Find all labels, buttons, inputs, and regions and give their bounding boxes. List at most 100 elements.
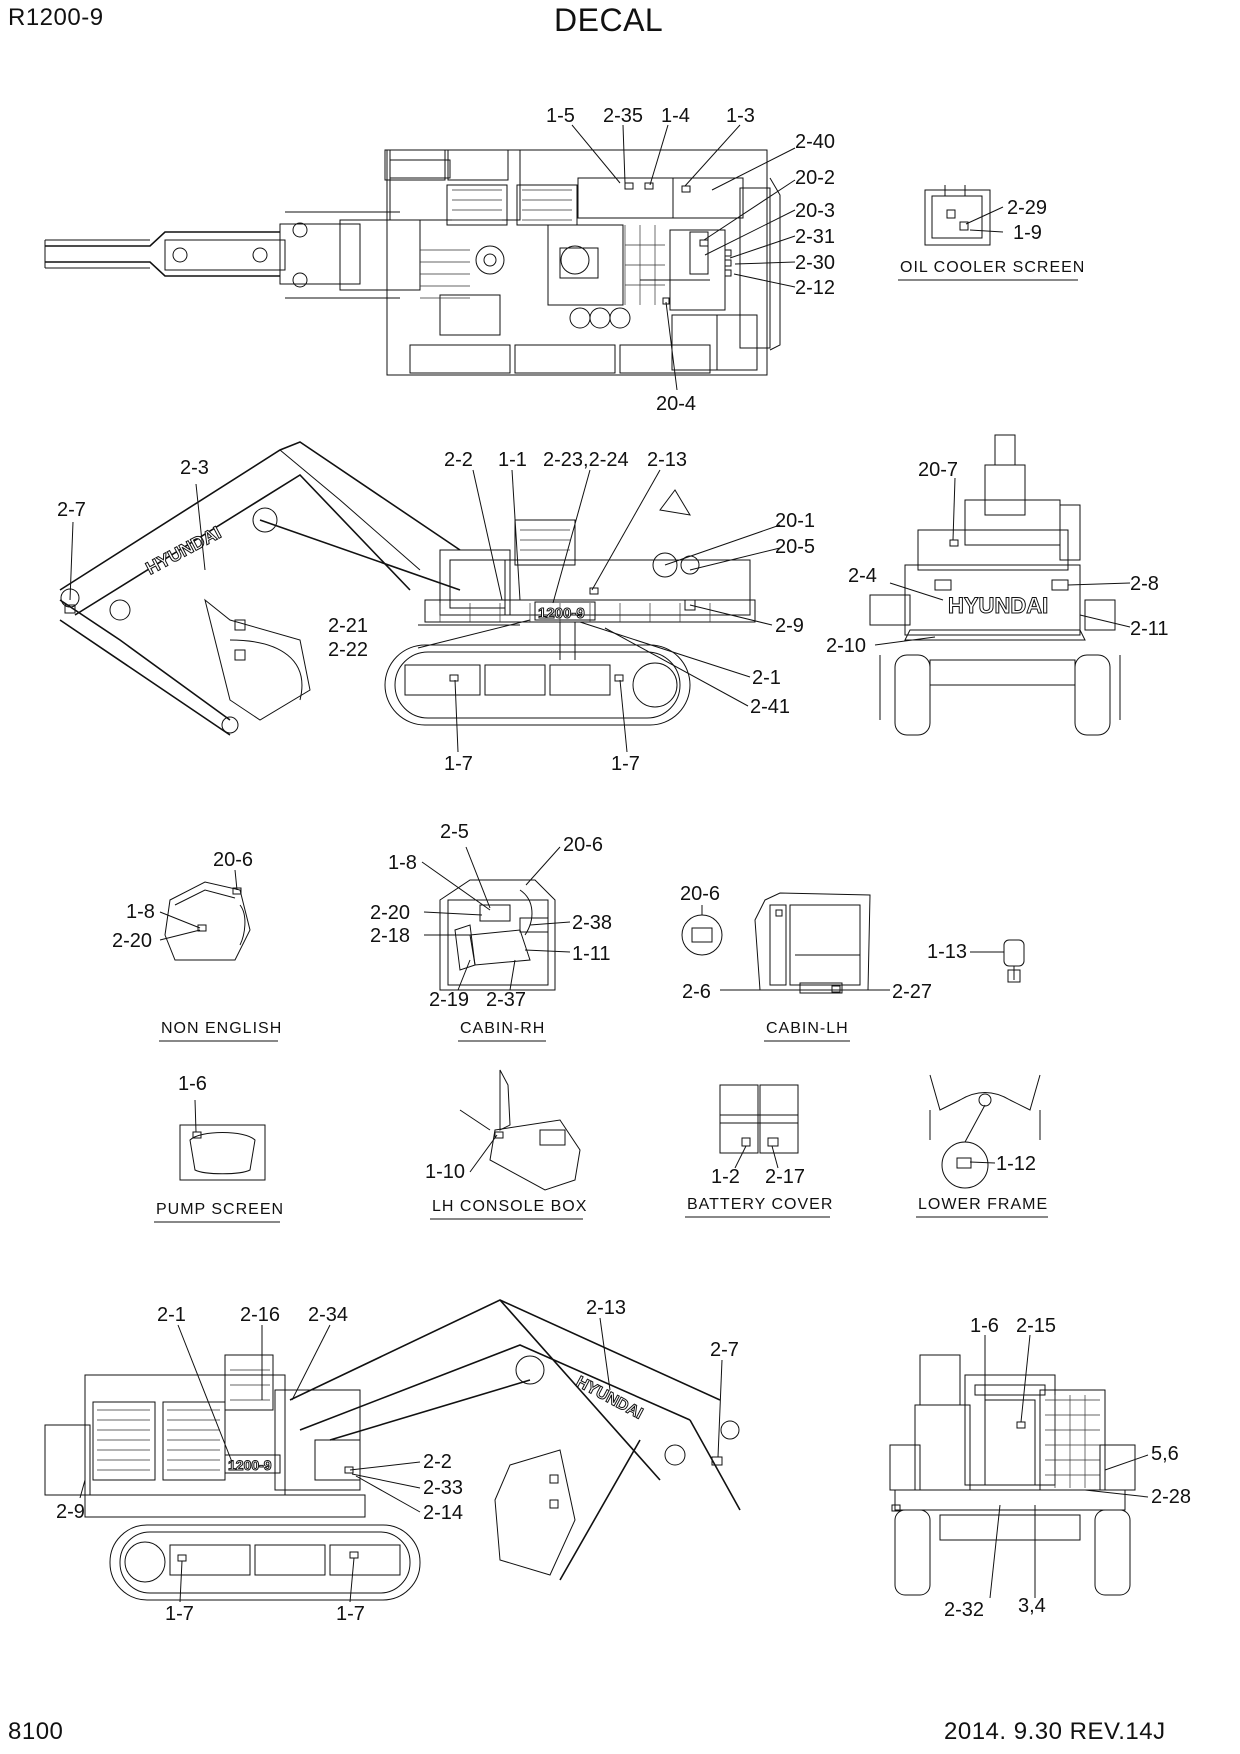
- callout-1-2: 1-2: [711, 1166, 740, 1188]
- callout-2-18: 2-18: [370, 925, 410, 947]
- callout-b-2-7: 2-7: [710, 1339, 739, 1361]
- callout-ne-1-8: 1-8: [126, 901, 155, 923]
- callout-2-1: 2-1: [752, 667, 781, 689]
- callout-labels: 1-5 2-35 1-4 1-3 2-40 20-2 20-3 2-31 2-3…: [56, 105, 1191, 1625]
- caption-lh-console-box: LH CONSOLE BOX: [432, 1198, 587, 1215]
- callout-20-1: 20-1: [775, 510, 815, 532]
- callout-2-23-2-24: 2-23,2-24: [543, 449, 629, 471]
- callout-2-31: 2-31: [795, 226, 835, 248]
- callout-b-2-13: 2-13: [586, 1297, 626, 1319]
- caption-cabin-lh: CABIN-LH: [766, 1020, 849, 1037]
- callout-2-35: 2-35: [603, 105, 643, 127]
- callout-2-21: 2-21: [328, 615, 368, 637]
- callout-2-29: 2-29: [1007, 197, 1047, 219]
- bottom-side-view: 1200-9 HYUNDAI: [44, 1299, 741, 1601]
- callout-b-2-2: 2-2: [423, 1451, 452, 1473]
- bottom-boom-logo: HYUNDAI: [573, 1374, 645, 1423]
- callout-2-38: 2-38: [572, 912, 612, 934]
- battery-cover-view: [719, 1084, 799, 1154]
- callout-2-40: 2-40: [795, 131, 835, 153]
- callout-2-41: 2-41: [750, 696, 790, 718]
- callout-1-1: 1-1: [498, 449, 527, 471]
- callout-1-7-b: 1-7: [611, 753, 640, 775]
- callout-2-14: 2-14: [423, 1502, 463, 1524]
- callout-b-2-1: 2-1: [157, 1304, 186, 1326]
- callout-rh-1-8: 1-8: [388, 852, 417, 874]
- callout-2-34: 2-34: [308, 1304, 348, 1326]
- callout-2-22: 2-22: [328, 639, 368, 661]
- callout-1-7-a: 1-7: [444, 753, 473, 775]
- callout-2-13: 2-13: [647, 449, 687, 471]
- pump-screen-view: [179, 1124, 266, 1181]
- callout-1-9: 1-9: [1013, 222, 1042, 244]
- callout-f-1-6: 1-6: [970, 1315, 999, 1337]
- caption-battery-cover: BATTERY COVER: [687, 1196, 833, 1213]
- callout-2-5: 2-5: [440, 821, 469, 843]
- bottom-model-badge: 1200-9: [228, 1457, 272, 1473]
- callout-3-4: 3,4: [1018, 1595, 1046, 1617]
- page-title: DECAL: [554, 2, 664, 38]
- callout-2-27: 2-27: [892, 981, 932, 1003]
- model-number: R1200-9: [8, 4, 104, 31]
- callout-rh-20-6: 20-6: [563, 834, 603, 856]
- revision-stamp: 2014. 9.30 REV.14J: [944, 1718, 1166, 1745]
- callout-2-19: 2-19: [429, 989, 469, 1011]
- callout-1-13: 1-13: [927, 941, 967, 963]
- part-1-13: [1003, 939, 1025, 983]
- callout-lh-20-6: 20-6: [680, 883, 720, 905]
- callout-2-16: 2-16: [240, 1304, 280, 1326]
- callout-ne-20-6: 20-6: [213, 849, 253, 871]
- cabin-rh-view: [439, 879, 556, 991]
- callout-rh-2-20: 2-20: [370, 902, 410, 924]
- caption-lower-frame: LOWER FRAME: [918, 1196, 1048, 1213]
- callout-2-33: 2-33: [423, 1477, 463, 1499]
- rear-logo: HYUNDAI: [948, 593, 1048, 618]
- callout-1-4: 1-4: [661, 105, 690, 127]
- callout-2-10: 2-10: [826, 635, 866, 657]
- callout-2-9: 2-9: [775, 615, 804, 637]
- caption-oil-cooler-screen: OIL COOLER SCREEN: [900, 259, 1085, 276]
- rear-view: HYUNDAI: [869, 434, 1121, 736]
- caption-pump-screen: PUMP SCREEN: [156, 1201, 284, 1218]
- leader-lines: [69, 124, 1149, 1603]
- callout-2-2: 2-2: [444, 449, 473, 471]
- callout-2-15: 2-15: [1016, 1315, 1056, 1337]
- cabin-lh-view: [681, 892, 871, 994]
- caption-non-english: NON ENGLISH: [161, 1020, 282, 1037]
- callout-2-32: 2-32: [944, 1599, 984, 1621]
- page-number: 8100: [8, 1718, 64, 1745]
- side-model-badge: 1200-9: [538, 605, 585, 622]
- callout-2-7: 2-7: [57, 499, 86, 521]
- callout-b-1-7-a: 1-7: [165, 1603, 194, 1625]
- lh-console-view: [459, 1069, 581, 1191]
- callout-2-11: 2-11: [1130, 618, 1169, 640]
- callout-2-17: 2-17: [765, 1166, 805, 1188]
- oil-cooler-screen-view: [924, 185, 991, 246]
- caption-cabin-rh: CABIN-RH: [460, 1020, 545, 1037]
- callout-1-11: 1-11: [572, 943, 611, 965]
- callout-b-1-7-b: 1-7: [336, 1603, 365, 1625]
- callout-2-6: 2-6: [682, 981, 711, 1003]
- callout-20-4: 20-4: [656, 393, 696, 415]
- callout-1-5: 1-5: [546, 105, 575, 127]
- callout-1-10: 1-10: [425, 1161, 465, 1183]
- callout-2-4: 2-4: [848, 565, 877, 587]
- callout-1-12: 1-12: [996, 1153, 1036, 1175]
- callout-20-5: 20-5: [775, 536, 815, 558]
- callout-2-8: 2-8: [1130, 573, 1159, 595]
- callout-2-12: 2-12: [795, 277, 835, 299]
- callout-2-30: 2-30: [795, 252, 835, 274]
- callout-1-3: 1-3: [726, 105, 755, 127]
- callout-b-2-9: 2-9: [56, 1501, 85, 1523]
- callout-20-3: 20-3: [795, 200, 835, 222]
- callout-20-7: 20-7: [918, 459, 958, 481]
- boom-logo: HYUNDAI: [142, 522, 224, 578]
- callout-20-2: 20-2: [795, 167, 835, 189]
- top-view: [44, 149, 781, 376]
- callout-pump-1-6: 1-6: [178, 1073, 207, 1095]
- non-english-view: [164, 881, 251, 961]
- callout-5-6: 5,6: [1151, 1443, 1179, 1465]
- callout-ne-2-20: 2-20: [112, 930, 152, 952]
